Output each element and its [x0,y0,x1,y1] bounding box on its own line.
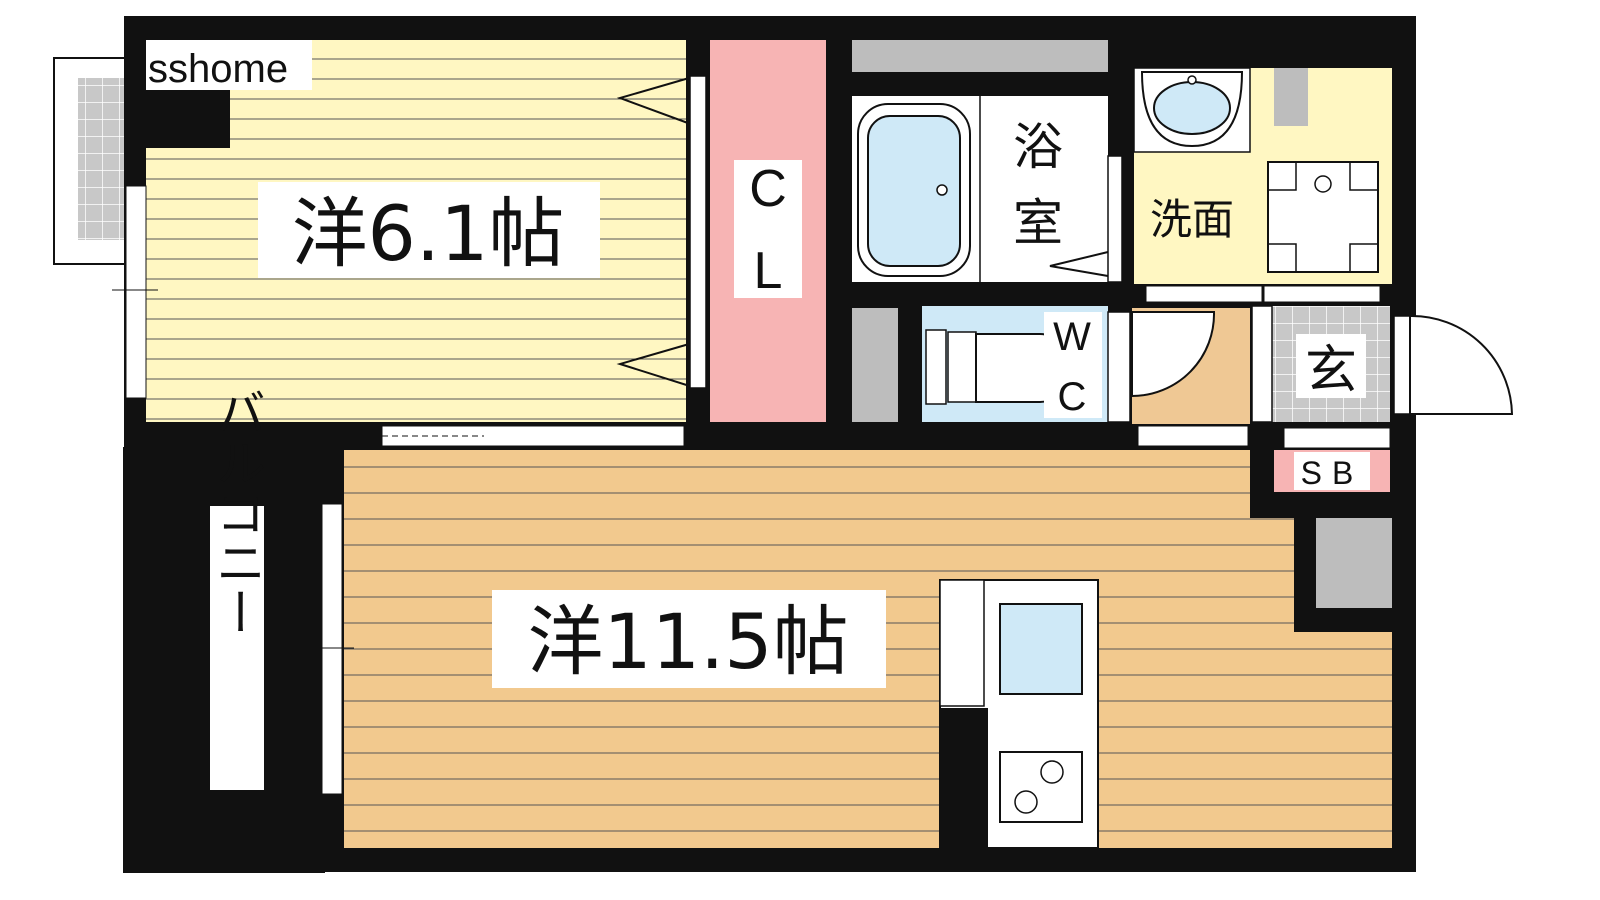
wc-label-top: W [1053,315,1091,359]
kitchen-sink-icon [999,603,1083,695]
entrance-door-swing [1409,314,1514,415]
watermark-text: sshome [148,47,288,91]
washroom-label: 洗面 [1150,195,1234,244]
shoe-box-label: SB [1301,455,1364,491]
wc-door-swing [1131,311,1216,398]
bath-label-bottom: 室 [1013,194,1063,252]
entrance-label: 玄 [1305,341,1357,401]
wc-label-bottom: C [1058,375,1087,419]
bathtub-icon [867,115,961,267]
closet-label-top: C [749,160,787,218]
ventilation-panel [852,40,1108,72]
stove-icon [999,751,1083,823]
western-large-label: 洋11.5帖 [527,597,848,686]
bath-label-top: 浴 [1013,118,1063,176]
western-small-label: 洋6.1帖 [292,189,565,278]
balcony-label: バルコニー [208,387,266,637]
closet-label-bottom: L [754,242,783,300]
